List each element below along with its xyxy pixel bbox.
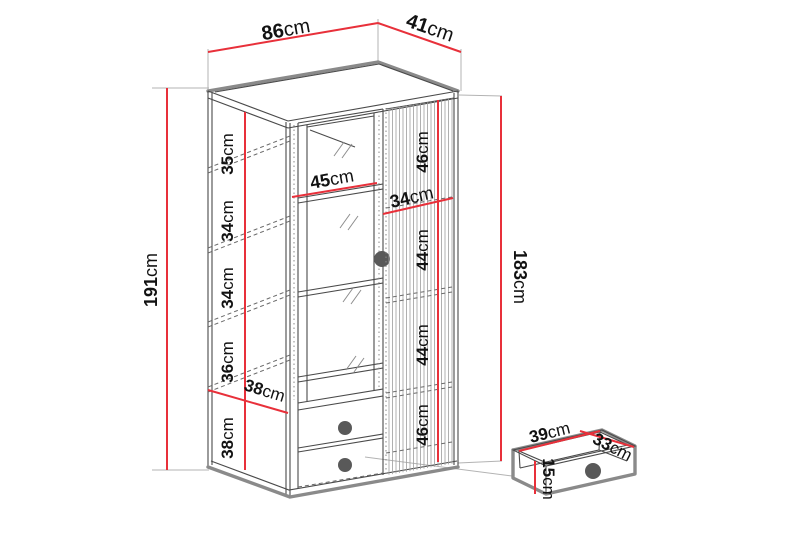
dim-drawer-width-label: 39cm: [527, 418, 572, 446]
dim-right-section-2-label: 44cm: [413, 229, 432, 271]
glass-reflection-marks: [333, 141, 365, 373]
drawers: [297, 389, 384, 489]
dim-right-section-1-label: 46cm: [413, 131, 432, 173]
dim-left-section-2-label: 34cm: [218, 200, 237, 242]
cabinet-outline: [206, 60, 460, 499]
dim-left-section-4-label: 36cm: [218, 341, 237, 383]
drawer-knob-bottom: [338, 458, 352, 472]
dim-drawer-height-label: 15cm: [539, 458, 558, 500]
dim-top-width-label: 86cm: [260, 15, 312, 45]
drawer-knob-top: [338, 421, 352, 435]
dim-right-section-4-label: 46cm: [413, 404, 432, 446]
extension-lines: [152, 19, 513, 477]
drawer-box-knob: [585, 463, 601, 479]
tambour-door: [385, 97, 455, 475]
hidden-shelf-lines: [207, 135, 291, 393]
dim-height-right-label: 183cm: [510, 250, 530, 304]
dimension-labels: 86cm 41cm 191cm 183cm 35cm 34cm 34cm 36c…: [141, 10, 635, 500]
dim-left-section-3-label: 34cm: [218, 267, 237, 309]
dim-height-left-label: 191cm: [141, 253, 161, 307]
dim-right-width-label: 34cm: [388, 182, 435, 211]
dim-glass-width-label: 45cm: [309, 165, 356, 192]
glass-door-knob: [374, 251, 390, 267]
dim-right-section-3-label: 44cm: [413, 324, 432, 366]
glass-door: [293, 108, 390, 404]
dim-left-section-5-label: 38cm: [218, 417, 237, 459]
dimension-lines: [166, 22, 635, 494]
dim-left-section-1-label: 35cm: [218, 133, 237, 175]
